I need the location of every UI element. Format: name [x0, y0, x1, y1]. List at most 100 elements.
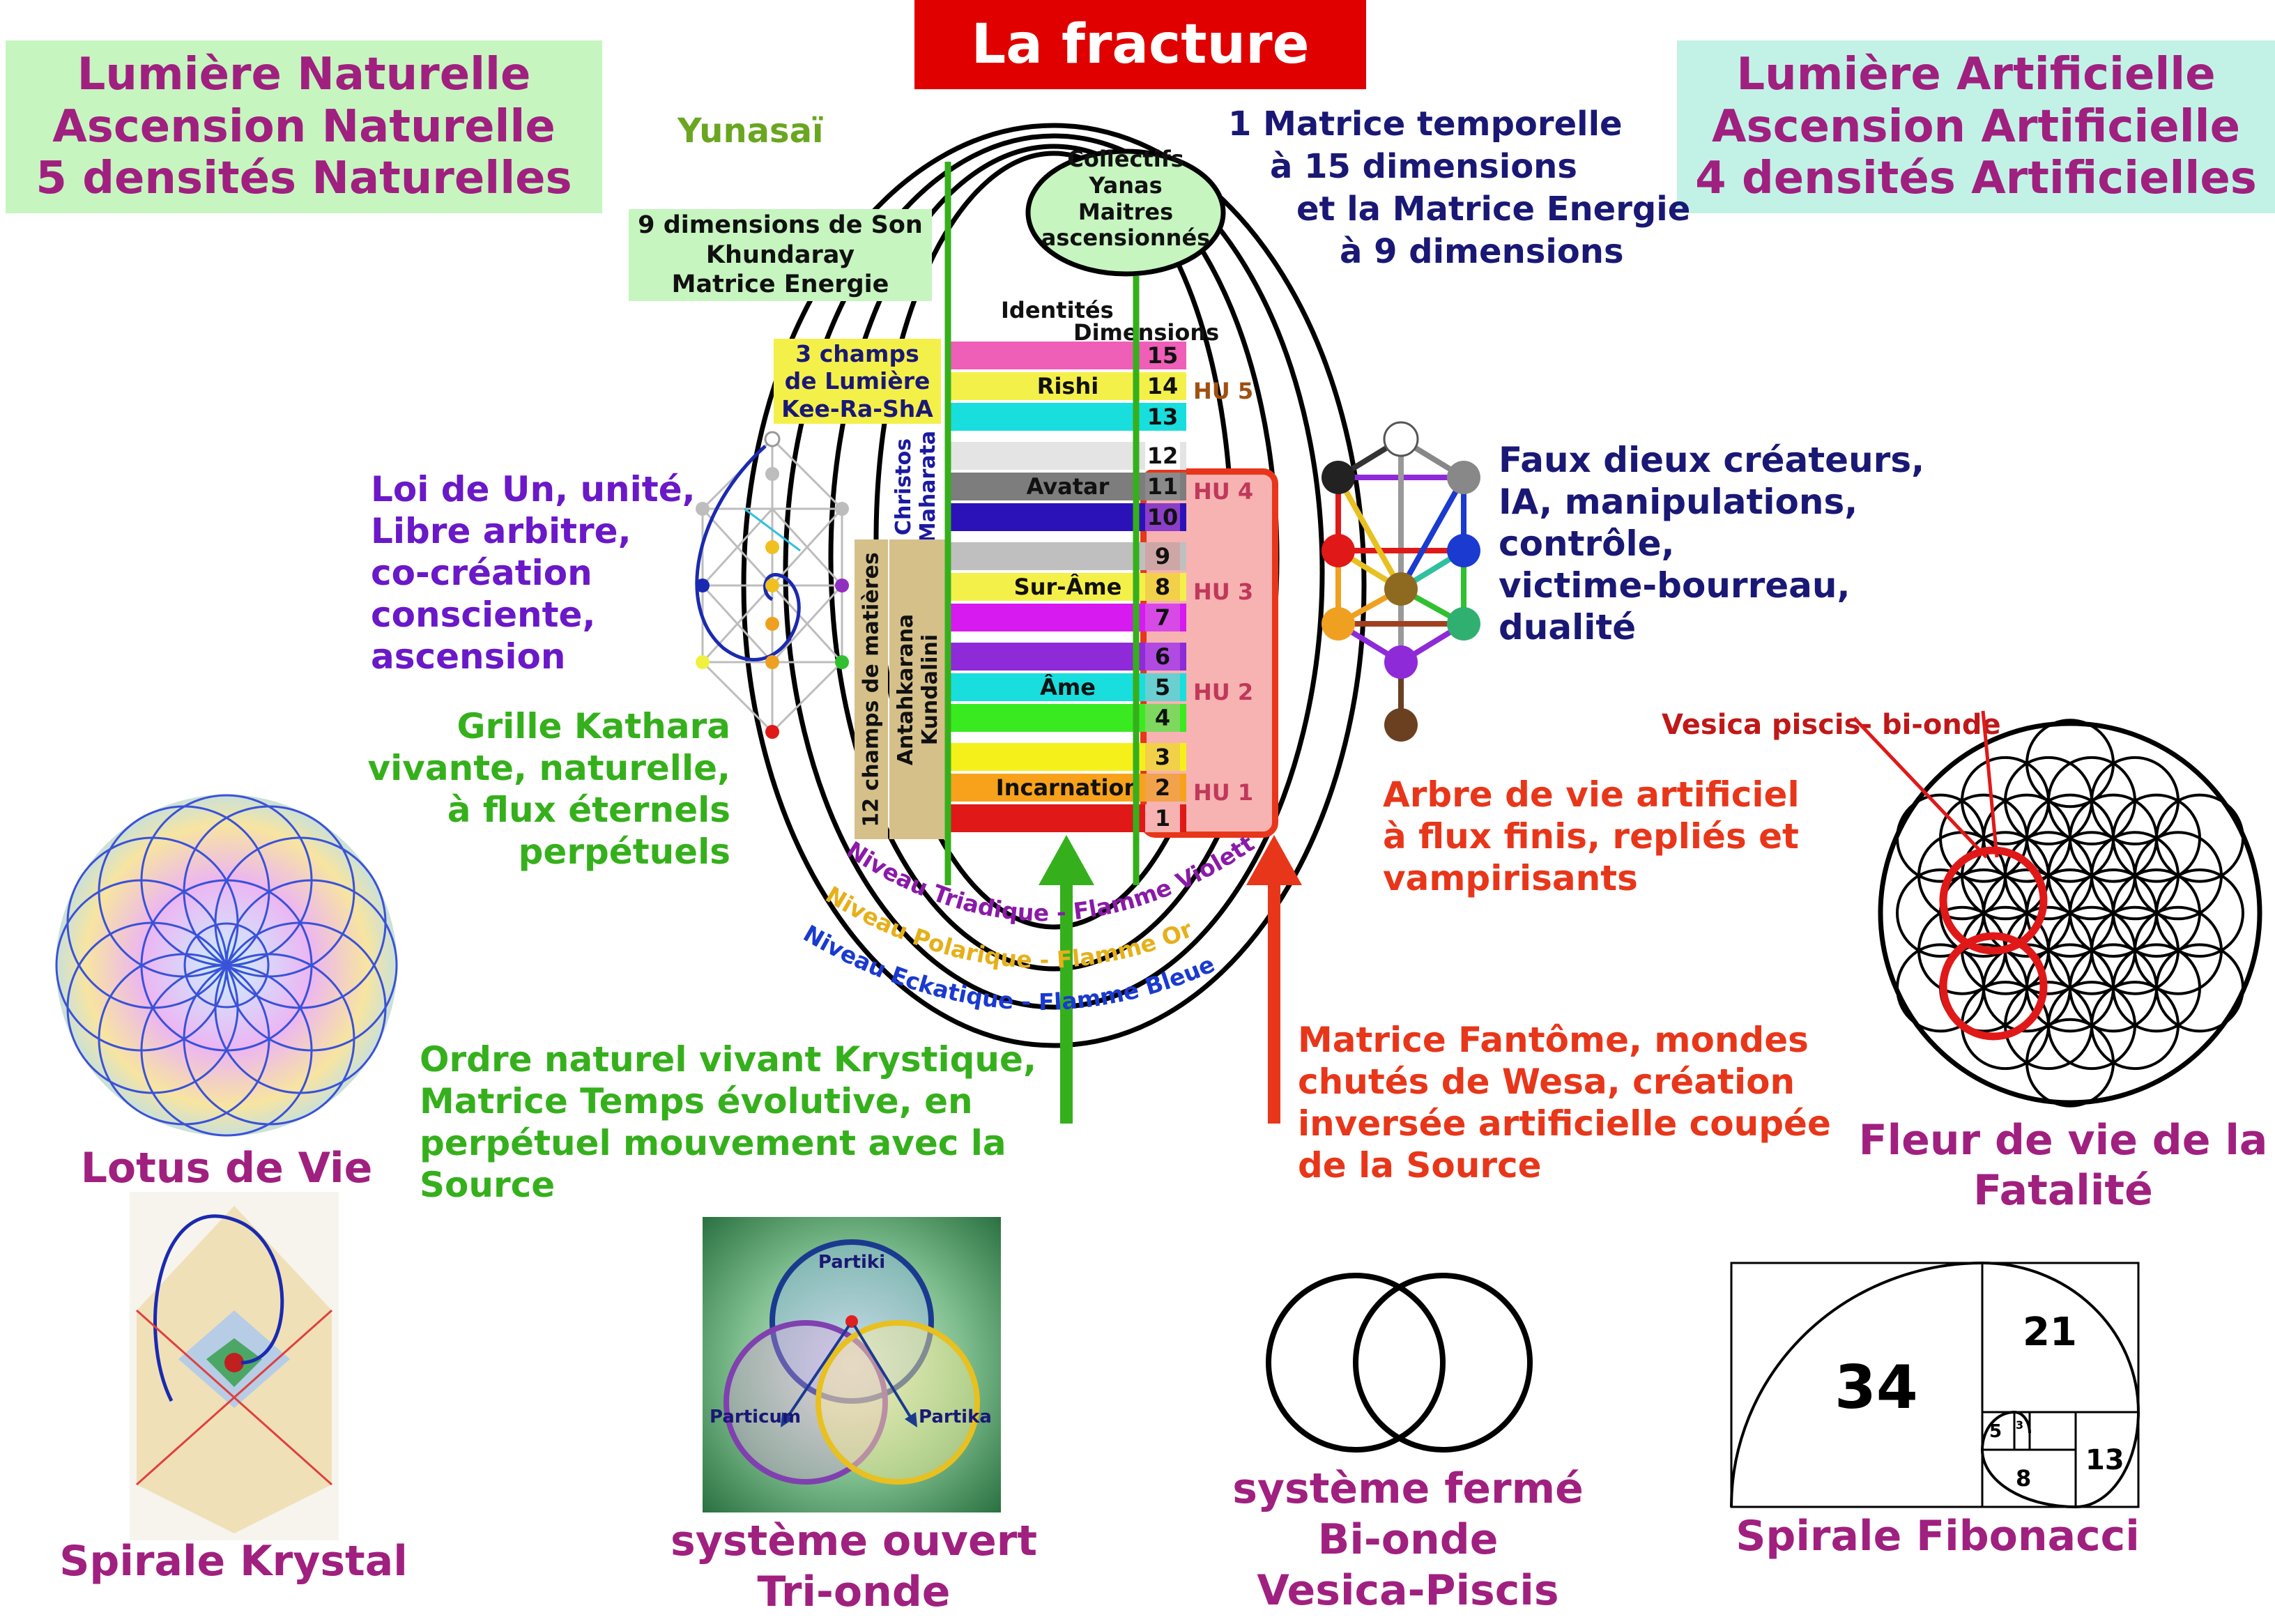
left-header-box: Lumière Naturelle Ascension Naturelle 5 … — [6, 40, 602, 213]
fib-3: 3 — [2016, 1418, 2023, 1432]
arbre-line2: à flux finis, repliés et — [1383, 816, 1799, 857]
dimensions-label: Dimensions — [1073, 319, 1220, 346]
grille-line2: vivante, naturelle, — [367, 748, 730, 788]
identites-label: Identités — [1001, 297, 1114, 323]
partika-label: Partika — [919, 1407, 992, 1427]
champs-lumiere-line1: 3 champs — [795, 339, 919, 367]
collectifs-line1: Collectifs — [1067, 146, 1184, 172]
hu-2-label: HU 2 — [1193, 679, 1254, 705]
ordre-line2: Matrice Temps évolutive, en — [420, 1081, 973, 1121]
bi-onde-caption: système fermé Bi-onde Vesica-Piscis — [1199, 1464, 1617, 1617]
fantome-line4: de la Source — [1298, 1145, 1542, 1186]
loi-line3: co-création — [371, 553, 592, 593]
champs-lumiere-line3: Kee-Ra-ShA — [781, 394, 933, 422]
dim-number-1: 1 — [1145, 804, 1180, 832]
fib-8: 8 — [2016, 1465, 2031, 1492]
dim-number-11: 11 — [1145, 473, 1180, 500]
nine-dim-line2: Khundaray — [705, 240, 855, 269]
loi-line4: consciente, — [371, 595, 596, 635]
ordre-line4: Source — [420, 1165, 556, 1205]
tri-onde-caption: système ouvert Tri-onde — [627, 1516, 1080, 1618]
fantome-line1: Matrice Fantôme, mondes — [1298, 1020, 1809, 1060]
tri-onde-line2: Tri-onde — [757, 1568, 951, 1617]
matrice-temporelle-text: 1 Matrice temporelle à 15 dimensions et … — [1228, 103, 1690, 273]
faux-line1: Faux dieux créateurs, — [1499, 440, 1925, 480]
matrice-fantome-text: Matrice Fantôme, mondes chutés de Wesa, … — [1298, 1019, 1831, 1186]
faux-line2: IA, manipulations, — [1499, 482, 1858, 522]
grille-line1: Grille Kathara — [457, 706, 730, 746]
title-banner: La fracture — [914, 0, 1366, 89]
fib-34: 34 — [1834, 1353, 1918, 1423]
hu-3-label: HU 3 — [1193, 579, 1254, 605]
arbre-de-vie-artificiel-image — [1322, 421, 1480, 742]
dim-number-7: 7 — [1145, 604, 1180, 631]
bi-onde-image — [1266, 1273, 1533, 1453]
dim-number-6: 6 — [1145, 643, 1180, 671]
grille-line4: perpétuels — [518, 832, 730, 872]
avatar-label: Avatar — [1026, 473, 1110, 500]
nine-dim-line1: 9 dimensions de Son — [638, 210, 923, 239]
champs-lumiere-box: 3 champs de Lumière Kee-Ra-ShA — [774, 339, 941, 424]
antahkarana-box: Antahkarana Kundalini — [889, 539, 948, 839]
dim-number-3: 3 — [1145, 743, 1180, 771]
yunasai-label: Yunasaï — [677, 112, 824, 151]
right-header-box: Lumière Artificielle Ascension Artificie… — [1677, 40, 2275, 213]
dim-number-13: 13 — [1145, 403, 1180, 431]
grille-kathara-text: Grille Kathara vivante, naturelle, à flu… — [362, 705, 730, 873]
fibonacci-caption: Spirale Fibonacci — [1736, 1512, 2140, 1561]
tri-onde-line1: système ouvert — [670, 1517, 1038, 1565]
arbre-artificiel-text: Arbre de vie artificiel à flux finis, re… — [1383, 774, 1800, 899]
dim-number-12: 12 — [1145, 442, 1180, 470]
champs-matieres-box: 12 champs de matières — [855, 539, 888, 839]
fib-13: 13 — [2085, 1444, 2124, 1476]
nine-dimensions-box: 9 dimensions de Son Khundaray Matrice En… — [629, 209, 932, 301]
bi-onde-line2: Bi-onde — [1317, 1515, 1499, 1565]
fantome-line2: chutés de Wesa, création — [1298, 1062, 1795, 1102]
faux-line3: contrôle, — [1499, 523, 1675, 564]
faux-line4: victime-bourreau, — [1499, 565, 1851, 606]
left-header-line3: 5 densités Naturelles — [36, 153, 572, 205]
spirale-krystal-caption: Spirale Krystal — [59, 1537, 408, 1586]
vesica-piscis-label: Vesica piscis- bi-onde — [1662, 709, 2001, 741]
matrice-line3: et la Matrice Energie — [1296, 189, 1691, 229]
left-header-line2: Ascension Naturelle — [52, 100, 556, 153]
loi-line5: ascension — [371, 636, 566, 677]
matrice-line4: à 9 dimensions — [1340, 231, 1624, 271]
dim-number-4: 4 — [1145, 704, 1180, 732]
spirale-krystal-image — [130, 1192, 339, 1540]
bi-onde-line1: système fermé — [1232, 1464, 1584, 1513]
hu-5-label: HU 5 — [1193, 378, 1254, 404]
loi-line1: Loi de Un, unité, — [371, 469, 696, 510]
hu-4-label: HU 4 — [1193, 478, 1254, 505]
faux-line5: dualité — [1499, 607, 1637, 648]
collectifs-line4: ascensionnés — [1041, 224, 1211, 252]
matrice-line2: à 15 dimensions — [1270, 146, 1577, 186]
incarnation-label: Incarnation — [995, 774, 1140, 801]
dim-number-10: 10 — [1145, 503, 1180, 531]
dim-number-8: 8 — [1145, 573, 1180, 601]
fib-5: 5 — [1989, 1421, 2002, 1442]
right-header-line2: Ascension Artificielle — [1712, 100, 2240, 153]
fibonacci-spiral-image: 34 21 13 8 5 3 — [1730, 1261, 2140, 1509]
page-title: La fracture — [971, 13, 1310, 76]
fib-21: 21 — [2023, 1310, 2077, 1355]
collectifs-label: Collectifs Yanas Maitres ascensionnés — [1039, 146, 1213, 252]
christos-box: Christos Maharata — [887, 427, 947, 546]
bi-onde-line3: Vesica-Piscis — [1257, 1566, 1559, 1616]
fleur-circle — [2025, 1018, 2115, 1108]
loi-de-un-text: Loi de Un, unité, Libre arbitre, co-créa… — [371, 468, 696, 677]
kathara-grid — [695, 431, 849, 739]
left-header-line1: Lumière Naturelle — [77, 48, 531, 100]
faux-dieux-text: Faux dieux créateurs, IA, manipulations,… — [1499, 439, 1924, 648]
loi-line2: Libre arbitre, — [371, 511, 631, 551]
right-header-line1: Lumière Artificielle — [1736, 48, 2216, 100]
dim-number-15: 15 — [1145, 342, 1180, 369]
ordre-naturel-text: Ordre naturel vivant Krystique, Matrice … — [420, 1039, 1036, 1206]
lotus-de-vie-caption: Lotus de Vie — [80, 1144, 373, 1193]
fleur-line1: Fleur de vie de la — [1858, 1116, 2268, 1165]
collectifs-line2: Yanas — [1089, 171, 1163, 199]
hu-1-label: HU 1 — [1193, 779, 1254, 806]
fleur-de-vie-caption: Fleur de vie de la Fatalité — [1840, 1115, 2275, 1216]
dim-number-5: 5 — [1145, 673, 1180, 701]
